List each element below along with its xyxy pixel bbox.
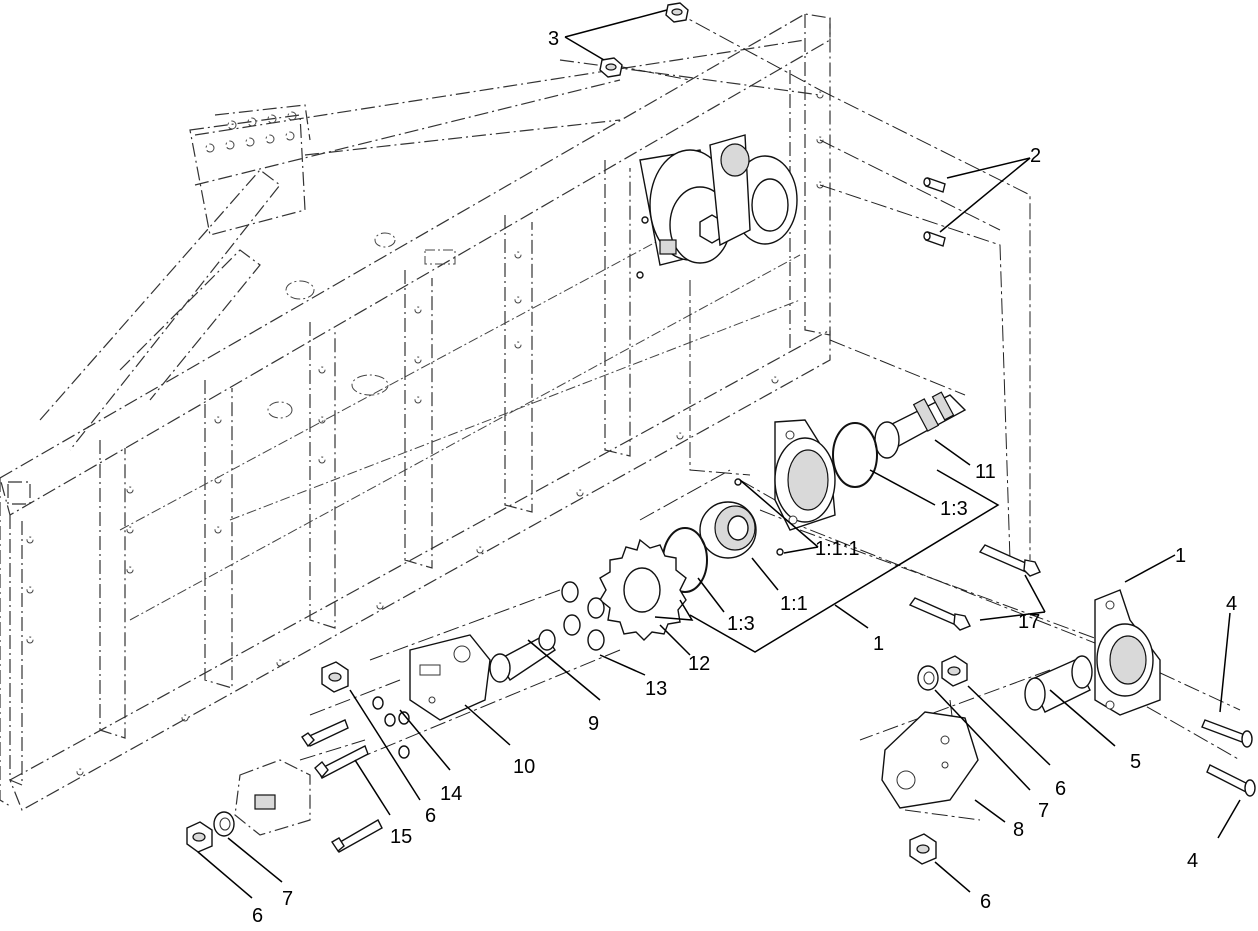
flange-bearing-lower	[1094, 589, 1161, 716]
callout-9: 9	[588, 713, 599, 735]
boom-frame	[0, 13, 831, 811]
callout-7-left: 7	[282, 888, 293, 910]
nut-6-right-bottom	[909, 833, 937, 865]
callout-12: 12	[688, 653, 710, 675]
bolt-15	[301, 719, 383, 853]
callout-13: 13	[645, 678, 667, 700]
nut-6-right-top	[941, 655, 968, 687]
callout-4-bottom: 4	[1187, 850, 1198, 872]
roll-pin-upper	[923, 177, 946, 193]
callout-8: 8	[1013, 819, 1024, 841]
callout-6-left: 6	[425, 805, 436, 827]
plate-phantom-left	[234, 759, 311, 836]
spacer-13-b	[587, 597, 605, 619]
nut-6-left-upper	[321, 661, 349, 693]
bearing-insert	[699, 501, 757, 559]
leader-lines	[197, 9, 1241, 899]
ratio-1-3-right: 1:3	[940, 498, 968, 520]
bolt-4-top	[1201, 719, 1253, 748]
callout-1-bracket: 1	[873, 633, 884, 655]
nut-3-top	[665, 2, 689, 23]
nut-3-lower	[599, 57, 623, 78]
snap-ring-upper	[832, 422, 878, 488]
bolt-17-b	[908, 597, 971, 631]
bolt-17-a	[978, 544, 1041, 577]
shaft-11	[874, 391, 967, 459]
callout-7-right: 7	[1038, 800, 1049, 822]
callout-11: 11	[975, 461, 996, 483]
bolt-4-bottom	[1206, 764, 1256, 797]
callout-15: 15	[390, 826, 412, 848]
washer-14	[372, 696, 410, 759]
callout-14: 14	[440, 783, 462, 805]
spacer-13-c	[563, 614, 581, 636]
callout-1-right: 1	[1175, 545, 1186, 567]
pin-small-a	[734, 478, 742, 486]
callout-6-right-top: 6	[1055, 778, 1066, 800]
spacer-13-a	[561, 581, 579, 603]
callout-4-top: 4	[1226, 593, 1237, 615]
flange-bearing-upper	[774, 419, 836, 531]
shaft-9	[489, 629, 556, 683]
plate-8	[881, 711, 979, 809]
shaft-5	[1024, 655, 1093, 713]
callout-6-right-bottom: 6	[980, 891, 991, 913]
callout-5: 5	[1130, 751, 1141, 773]
sprocket-12	[599, 538, 687, 641]
washer-7-left	[213, 811, 235, 837]
callout-3: 3	[548, 28, 559, 50]
spacer-13-d	[587, 629, 605, 651]
installed-drive-assembly	[636, 134, 798, 279]
callout-2: 2	[1030, 145, 1041, 167]
pin-small-b	[776, 548, 784, 556]
callout-10: 10	[513, 756, 535, 778]
washer-7-right	[917, 665, 939, 691]
callout-17: 17	[1018, 611, 1040, 633]
ratio-1-1: 1:1	[780, 593, 808, 615]
ratio-1-1-1: 1:1:1	[815, 538, 859, 560]
callout-6-left-bottom: 6	[252, 905, 263, 927]
roll-pin-lower	[923, 231, 946, 247]
nut-6-left-lower	[186, 821, 213, 853]
plate-10	[409, 634, 491, 721]
ratio-1-3-left: 1:3	[727, 613, 755, 635]
callout-labels: 3 2 11 1:3 1:1:1 1:1 1:3 1 1 17 4 5 6 7 …	[252, 28, 1237, 927]
